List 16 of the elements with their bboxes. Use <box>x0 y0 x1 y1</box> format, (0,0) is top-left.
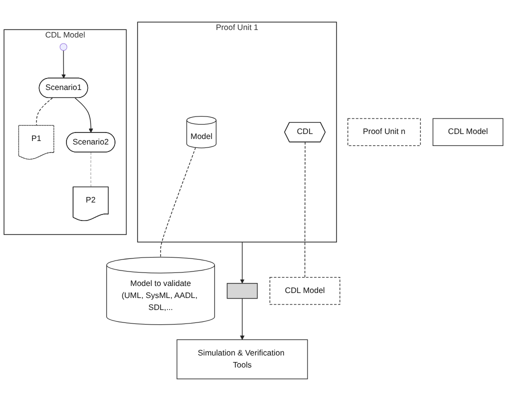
node-box <box>226 282 258 299</box>
arrow <box>74 98 94 133</box>
arrow <box>240 298 244 340</box>
arrow <box>61 50 66 79</box>
cluster <box>4 29 127 235</box>
arrow <box>240 242 244 284</box>
node-box <box>432 118 504 146</box>
connector <box>36 98 53 126</box>
connector <box>160 147 196 258</box>
node-circle <box>60 43 68 51</box>
node-box <box>270 277 340 305</box>
connector <box>304 142 306 278</box>
node-box <box>176 339 308 380</box>
node-box <box>348 118 421 146</box>
connector <box>90 152 92 188</box>
cluster <box>137 22 337 242</box>
